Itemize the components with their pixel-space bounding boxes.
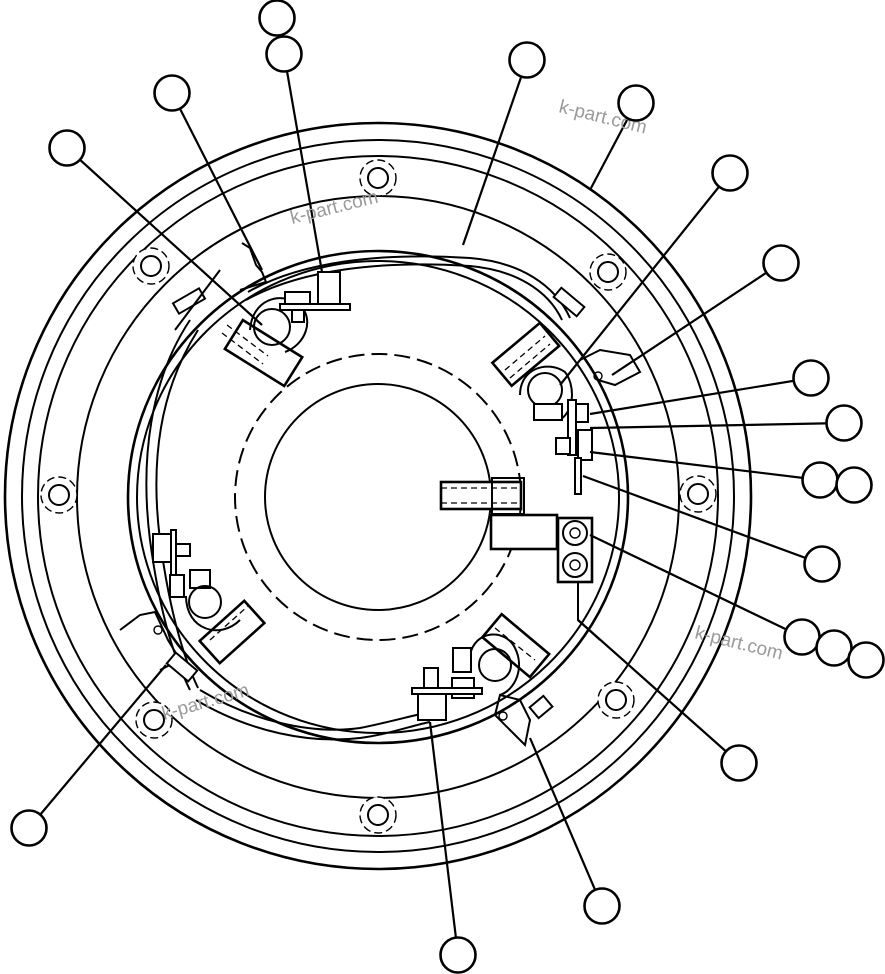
- leader-line: [282, 53, 324, 273]
- callout-c2: [265, 35, 303, 73]
- mounting-hole: [359, 796, 397, 834]
- brush-holder-lower-right: [411, 612, 554, 748]
- callout-c5: [508, 41, 546, 79]
- leader-line: [589, 376, 812, 416]
- watermark-text: k-part.com: [693, 622, 785, 664]
- leader-line: [559, 172, 731, 386]
- callout-c8: [762, 244, 800, 282]
- callout-c16: [847, 641, 885, 679]
- leader-line: [528, 737, 604, 907]
- mounting-hole: [597, 681, 635, 719]
- callout-c13: [803, 545, 841, 583]
- callout-c4: [48, 129, 86, 167]
- callout-c12: [835, 466, 873, 504]
- leader-line: [589, 450, 821, 482]
- callout-c17: [720, 744, 758, 782]
- leader-line: [589, 421, 845, 430]
- leader-line: [428, 721, 460, 956]
- mounting-hole: [40, 476, 78, 514]
- leader-line: [611, 262, 782, 376]
- brush-holder-upper-right: [490, 286, 642, 495]
- brush-holder-lower-left: [119, 529, 267, 683]
- callout-c11: [801, 461, 839, 499]
- callout-c19: [439, 936, 477, 974]
- callout-c15: [815, 629, 853, 667]
- mounting-hole: [359, 159, 397, 197]
- callout-c14: [783, 618, 821, 656]
- leader-lines: [28, 53, 845, 956]
- mounting-hole: [679, 475, 717, 513]
- callout-c6: [617, 84, 655, 122]
- leader-line: [461, 59, 529, 246]
- watermark-text: k-part.com: [160, 680, 252, 725]
- mounting-holes: [40, 159, 717, 834]
- callout-bubbles: [10, 0, 885, 974]
- leader-line: [577, 619, 740, 764]
- leader-line: [28, 664, 167, 829]
- callout-c10: [825, 404, 863, 442]
- mounting-hole: [135, 701, 173, 739]
- center-connector-block: [439, 477, 601, 641]
- brush-holder-upper-left: [171, 242, 351, 388]
- leader-line: [66, 147, 263, 326]
- leader-line: [589, 534, 803, 638]
- leader-line: [171, 92, 263, 271]
- callout-c20: [10, 809, 48, 847]
- callout-c18: [583, 887, 621, 925]
- callout-c7: [711, 154, 749, 192]
- leader-line: [582, 474, 823, 566]
- watermark-text: k-part.com: [288, 187, 380, 229]
- callout-c1: [258, 0, 296, 37]
- callout-c9: [792, 359, 830, 397]
- callout-c3: [153, 74, 191, 112]
- mounting-hole: [589, 253, 627, 291]
- mounting-hole: [132, 247, 170, 285]
